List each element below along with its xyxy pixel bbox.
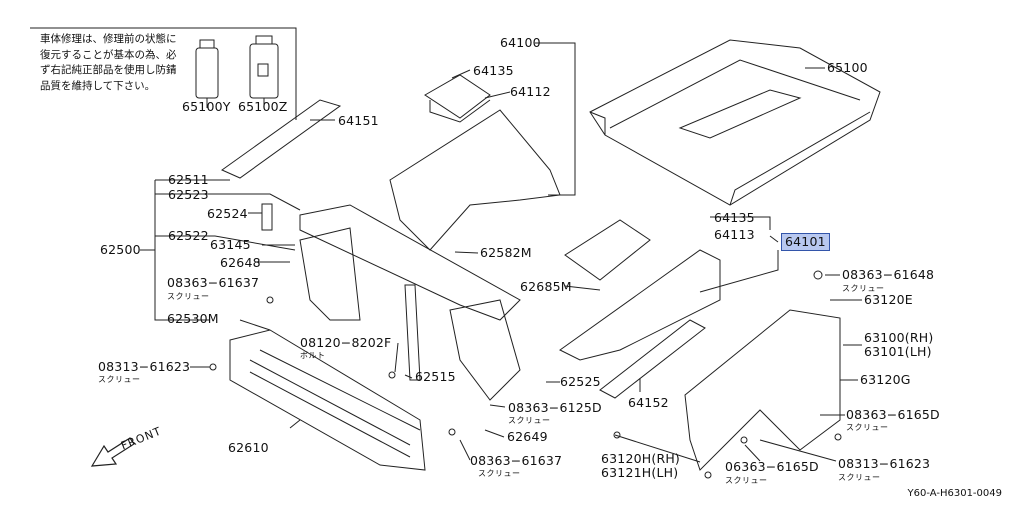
- part-label[interactable]: 62524: [207, 206, 248, 221]
- fender-63100-shape: [684, 309, 841, 471]
- part-label[interactable]: 64151: [338, 113, 379, 128]
- part-label[interactable]: 64100: [500, 35, 541, 50]
- part-label[interactable]: 63121H(LH): [601, 465, 679, 480]
- part-label[interactable]: 62525: [560, 374, 601, 389]
- part-label[interactable]: 06363−6165D: [725, 459, 819, 474]
- screw-icon: [266, 296, 274, 304]
- part-label[interactable]: 63100(RH): [864, 330, 934, 345]
- part-label[interactable]: 63120H(RH): [601, 451, 681, 466]
- part-label[interactable]: 62522: [168, 228, 209, 243]
- strip-64152-shape: [599, 319, 706, 399]
- part-label[interactable]: 08313−61623: [838, 456, 931, 471]
- part-label[interactable]: 08363−6125D: [508, 400, 602, 415]
- part-label[interactable]: 63145: [210, 237, 251, 252]
- part-label[interactable]: 64152: [628, 395, 669, 410]
- aerosol-can-icon: [249, 35, 279, 108]
- part-sublabel: スクリュー: [98, 375, 141, 384]
- part-sublabel: スクリュー: [838, 473, 881, 482]
- repair-note: 車体修理は、修理前の状態に復元することが基本の為、必ず右記純正部品を使用し防錆品…: [40, 33, 177, 92]
- part-label[interactable]: 62530M: [167, 311, 219, 326]
- part-label[interactable]: 08363−61637: [167, 275, 260, 290]
- part-label[interactable]: 62610: [228, 440, 269, 455]
- part-label[interactable]: 62582M: [480, 245, 532, 260]
- part-sublabel: スクリュー: [842, 284, 885, 293]
- spray-can-icon: [195, 39, 219, 108]
- screw-icon: [740, 436, 748, 444]
- hood-part-shape: [589, 39, 881, 206]
- screw-icon: [834, 433, 842, 441]
- part-label[interactable]: 62523: [168, 187, 209, 202]
- apron-64113-shape: [559, 249, 721, 361]
- part-label[interactable]: 64112: [510, 84, 551, 99]
- panel-62522-shape: [299, 227, 361, 321]
- panel-62685m-shape: [449, 299, 521, 401]
- note-box-border: [30, 27, 297, 120]
- part-label[interactable]: 63101(LH): [864, 344, 932, 359]
- part-label[interactable]: 63120E: [864, 292, 913, 307]
- product-label-65100z: 65100Z: [238, 99, 288, 114]
- screw-icon: [209, 363, 217, 371]
- screw-icon: [704, 471, 712, 479]
- part-sublabel: スクリュー: [846, 423, 889, 432]
- bracket-62524-shape: [261, 203, 273, 231]
- part-label[interactable]: 63120G: [860, 372, 911, 387]
- part-sublabel: スクリュー: [508, 416, 551, 425]
- part-sublabel: ボルト: [300, 351, 326, 360]
- part-sublabel: スクリュー: [167, 292, 210, 301]
- screw-icon: [813, 270, 823, 280]
- part-label[interactable]: 08363−61637: [470, 453, 563, 468]
- part-label[interactable]: 62500: [100, 242, 141, 257]
- pillar-62515-shape: [404, 284, 421, 381]
- part-label[interactable]: 64113: [714, 227, 755, 242]
- part-label[interactable]: 08363−61648: [842, 267, 935, 282]
- bolt-icon: [388, 371, 396, 379]
- bracket-64135-shape: [424, 74, 491, 123]
- part-label[interactable]: 62685M: [520, 279, 572, 294]
- part-label[interactable]: 08120−8202F: [300, 335, 392, 350]
- rod-63120h-shape: [614, 434, 701, 463]
- hoodledge-64112-shape: [389, 109, 561, 251]
- diagram-code: Y60-A-H6301-0049: [907, 488, 1002, 499]
- part-label[interactable]: 62649: [507, 429, 548, 444]
- strip-64151-shape: [220, 99, 342, 179]
- part-sublabel: スクリュー: [725, 476, 768, 485]
- part-label[interactable]: 62515: [415, 369, 456, 384]
- bracket-64135-mid-shape: [564, 219, 651, 281]
- part-label[interactable]: 64135: [714, 210, 755, 225]
- part-label[interactable]: 62511: [168, 172, 209, 187]
- part-label[interactable]: 08363−6165D: [846, 407, 940, 422]
- radiator-support-shape: [299, 204, 521, 321]
- part-label[interactable]: 08313−61623: [98, 359, 191, 374]
- product-label-65100y: 65100Y: [182, 99, 231, 114]
- part-label[interactable]: 65100: [827, 60, 868, 75]
- part-label-highlighted[interactable]: 64101: [781, 233, 830, 251]
- part-label[interactable]: 64135: [473, 63, 514, 78]
- part-sublabel: スクリュー: [478, 469, 521, 478]
- front-arrow-icon: [90, 437, 135, 467]
- screw-icon: [448, 428, 456, 436]
- part-label[interactable]: 62648: [220, 255, 261, 270]
